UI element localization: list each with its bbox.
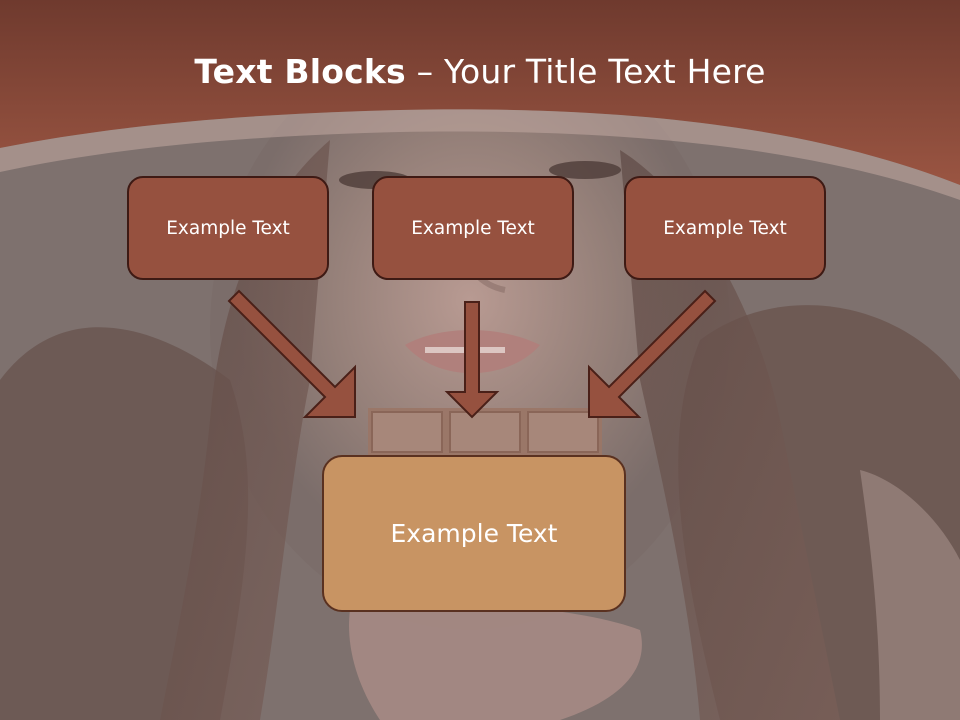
arrow-right-diagonal — [588, 289, 717, 418]
arrow-center-down — [444, 301, 500, 419]
title-rest: Your Title Text Here — [443, 52, 766, 91]
slide-title: Text Blocks – Your Title Text Here — [0, 52, 960, 91]
text-block-3-label: Example Text — [663, 217, 787, 239]
text-block-1[interactable]: Example Text — [127, 176, 329, 280]
title-dash: – — [405, 52, 444, 91]
text-block-2-label: Example Text — [411, 217, 535, 239]
arrow-left-diagonal — [227, 289, 356, 418]
text-block-2[interactable]: Example Text — [372, 176, 574, 280]
text-block-3[interactable]: Example Text — [624, 176, 826, 280]
main-text-block-label: Example Text — [390, 519, 558, 548]
text-block-1-label: Example Text — [166, 217, 290, 239]
main-text-block[interactable]: Example Text — [322, 455, 626, 612]
title-bold: Text Blocks — [194, 52, 406, 91]
